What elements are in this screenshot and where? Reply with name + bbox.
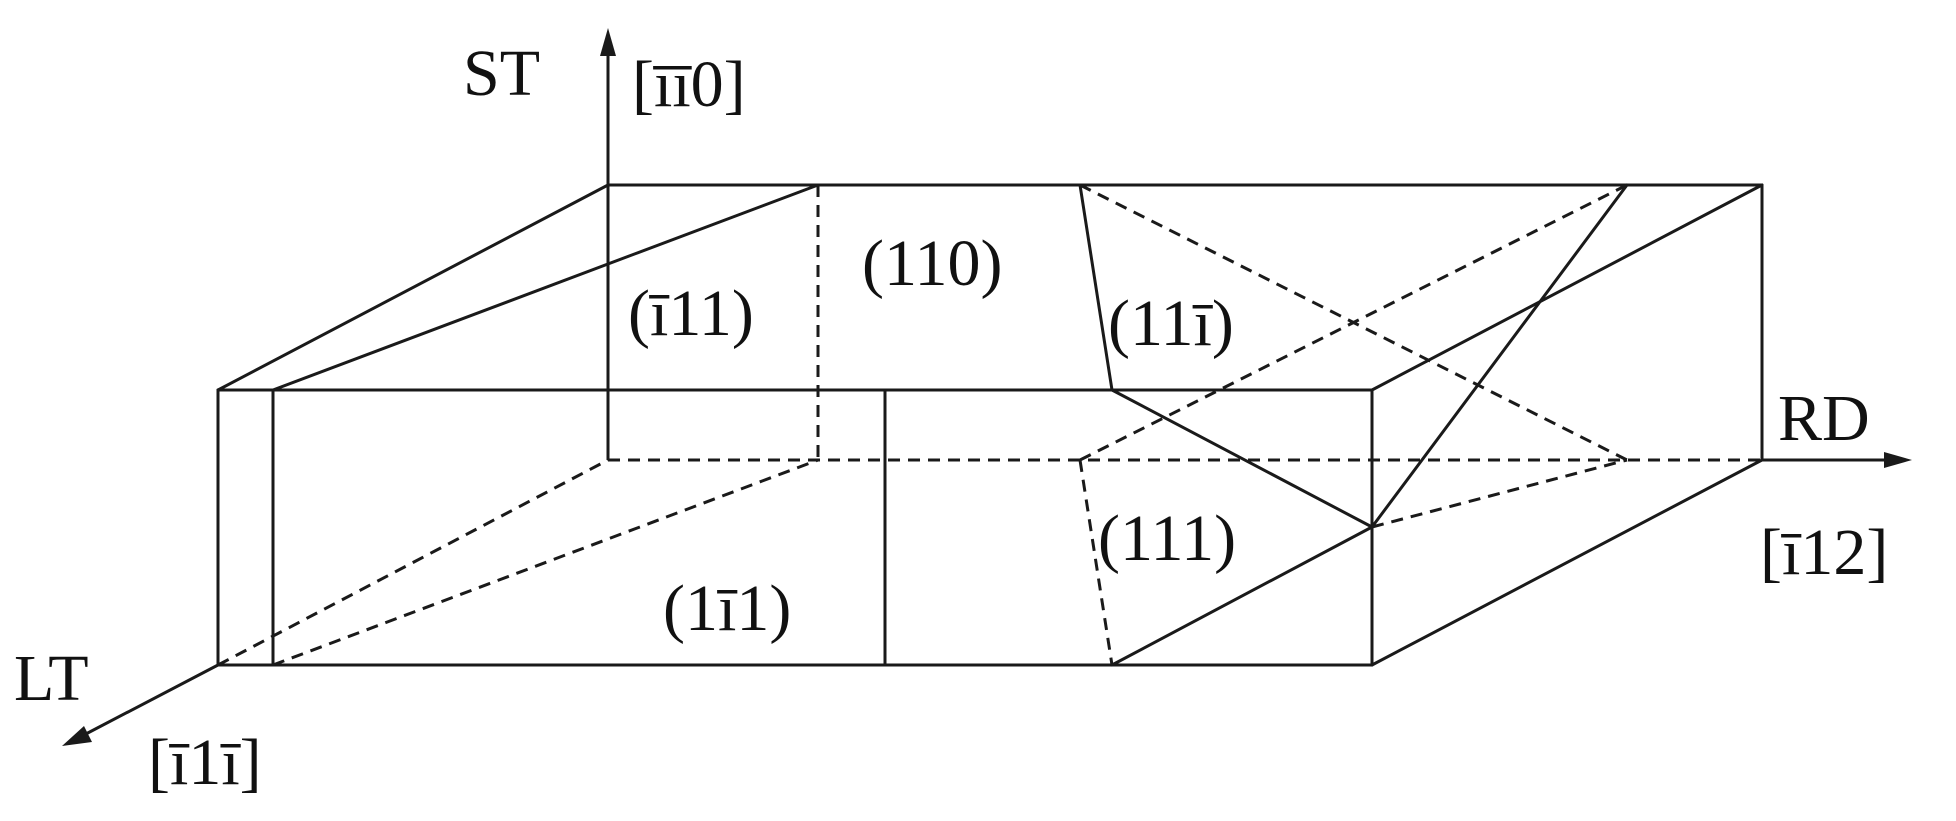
- lt-axis-direction: [ī1ī]: [148, 726, 262, 799]
- plane-11bar-front-trace: [1110, 388, 1374, 529]
- plane-111-hidden-diagonal: [1079, 183, 1628, 462]
- plane-label-11bar1: (11ī): [1108, 287, 1234, 360]
- rd-axis-arrowhead: [1884, 452, 1912, 468]
- box-visible-edges: [216, 183, 1764, 667]
- plane-label-111: (111): [1098, 502, 1236, 575]
- plane-labels: (110) (ī11) (11ī) (111) (1ī1): [628, 227, 1236, 645]
- plane-label-110: (110): [862, 227, 1003, 300]
- plane-bar111-top-trace: [271, 183, 820, 392]
- top-left-edge: [216, 183, 610, 392]
- lt-axis-arrowhead: [62, 726, 92, 746]
- lt-axis-label: LT: [14, 642, 89, 715]
- rd-axis-direction: [ī12]: [1760, 516, 1888, 589]
- bottom-right-edge: [1370, 458, 1764, 667]
- axes: [62, 28, 1912, 746]
- st-axis-label: ST: [463, 37, 540, 110]
- plane-label-bar111: (ī11): [628, 277, 754, 350]
- lt-axis-line: [81, 663, 219, 738]
- plane-111-front-trace: [1110, 525, 1374, 667]
- axis-labels: ST [īī0] RD [ī12] LT [ī1ī]: [14, 37, 1888, 799]
- plane-111-right-trace: [1370, 183, 1629, 529]
- top-right-edge: [1370, 183, 1764, 392]
- st-axis-direction: [īī0]: [632, 48, 746, 121]
- plane-11bar-hidden-bottom-trace: [1371, 458, 1628, 529]
- plane-11bar-top-trace: [1078, 183, 1114, 392]
- plane-label-1bar11: (1ī1): [663, 572, 791, 645]
- plane-111-hidden-left-trace: [1078, 459, 1114, 666]
- plane-bar111-bottom-trace: [272, 458, 819, 667]
- hidden-bottom-left-edge: [217, 458, 609, 667]
- st-axis-arrowhead: [600, 28, 616, 56]
- rd-axis-label: RD: [1778, 382, 1870, 455]
